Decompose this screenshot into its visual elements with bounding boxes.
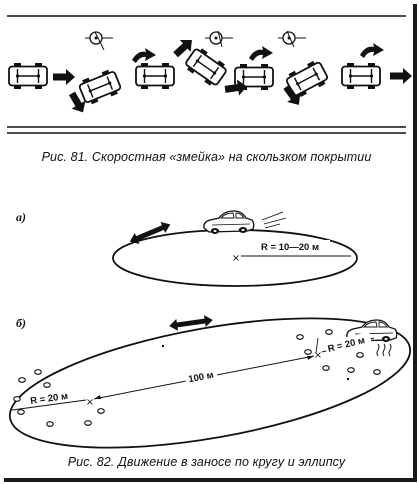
direction-arrow-icon — [360, 43, 384, 58]
svg-text:×: × — [232, 253, 240, 264]
radius-label-a: R = 10—20 м — [261, 242, 319, 253]
car-topview-icon — [135, 62, 175, 90]
direction-arrow-icon — [132, 48, 156, 63]
svg-text:×: × — [314, 350, 322, 361]
figure-82a-label: а) — [16, 210, 26, 224]
cone-marker-icon — [322, 365, 330, 371]
figure-81-drawing — [7, 15, 412, 134]
figure-81-caption: Рис. 81. Скоростная «змейка» на скользко… — [41, 150, 372, 164]
book-page: × R = 10—20 м × × — [7, 15, 412, 469]
figure-82b-label: б) — [16, 316, 26, 330]
cone-marker-icon — [34, 369, 42, 375]
figure-82a-drawing: × R = 10—20 м — [112, 210, 358, 287]
cone-marker-icon — [97, 408, 105, 414]
direction-arrow-icon — [390, 68, 412, 84]
double-arrow-icon — [168, 313, 214, 333]
car-topview-icon — [76, 66, 124, 108]
radius-label-left: R = 20 м — [30, 391, 69, 407]
cone-marker-icon — [84, 420, 92, 426]
distance-label: 100 м — [187, 370, 214, 386]
figures-canvas: × R = 10—20 м × × — [7, 15, 412, 449]
cone-marker-icon — [13, 396, 21, 402]
cone-marker-icon — [17, 409, 25, 415]
direction-arrow-icon — [249, 46, 273, 61]
figure-82-caption: Рис. 82. Движение в заносе по кругу и эл… — [67, 455, 346, 469]
car-topview-icon — [341, 62, 381, 90]
car-perspective-icon — [203, 210, 255, 235]
cone-marker-icon — [373, 369, 381, 375]
car-topview-icon — [182, 44, 230, 90]
cone-marker-icon — [18, 377, 26, 383]
figure-82b-drawing: × × R = 20 м 100 м R = 20 м — [8, 313, 412, 449]
steering-wheel-icon — [84, 31, 114, 45]
cone-marker-icon — [296, 334, 304, 340]
cone-marker-icon — [46, 421, 54, 427]
cone-marker-icon — [356, 352, 364, 358]
ellipse-track — [8, 317, 412, 449]
cone-marker-icon — [43, 382, 51, 388]
direction-arrow-icon — [53, 69, 75, 85]
cone-marker-icon — [325, 329, 333, 335]
car-topview-icon — [8, 62, 48, 90]
cone-marker-icon — [304, 349, 312, 355]
cone-marker-icon — [347, 367, 355, 373]
svg-text:×: × — [86, 397, 94, 408]
